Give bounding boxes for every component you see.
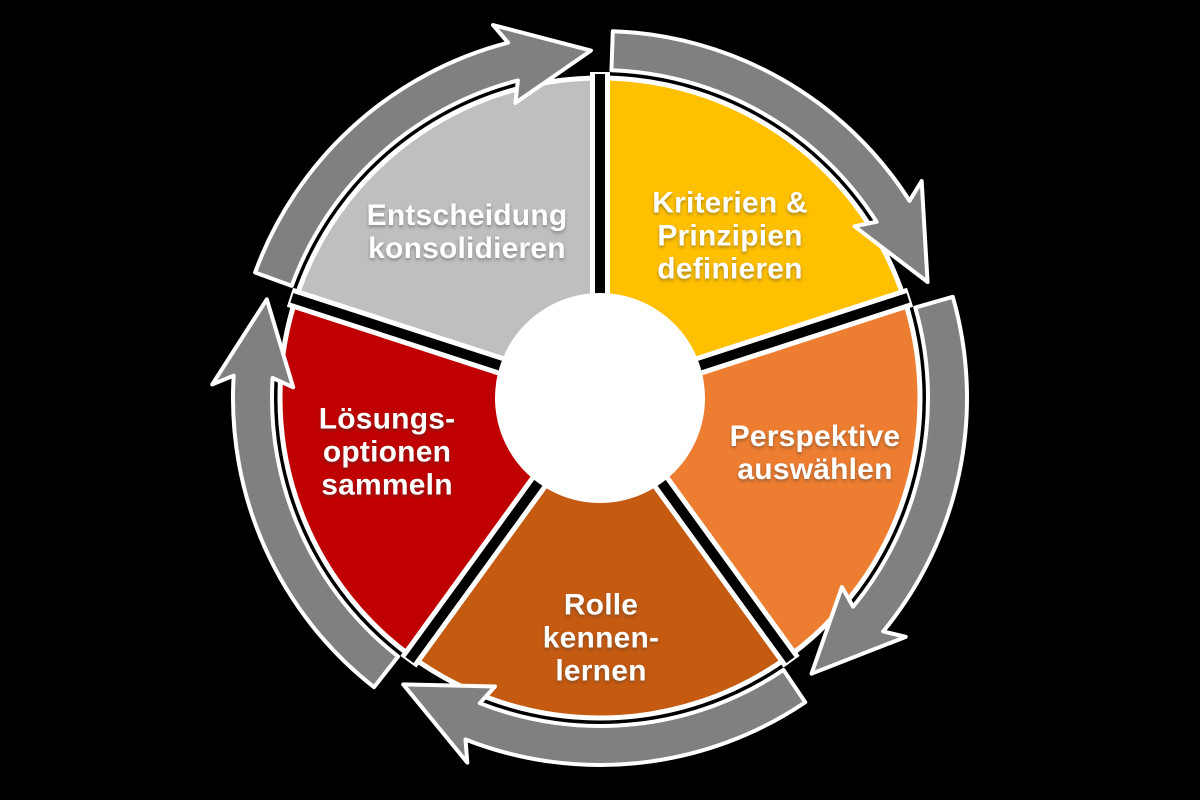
arrow-arc-perspektive [809, 294, 969, 676]
arrow-arc-loesungs [210, 297, 401, 690]
rotation-arrows [210, 23, 969, 767]
segment-wedge-rolle [409, 395, 791, 721]
arrow-arc-entscheidung [253, 23, 593, 288]
arrow-arc-rolle [401, 667, 808, 767]
arrow-arc-kriterien [609, 29, 930, 284]
center-hub [495, 293, 705, 503]
center-hub-group [495, 293, 705, 503]
